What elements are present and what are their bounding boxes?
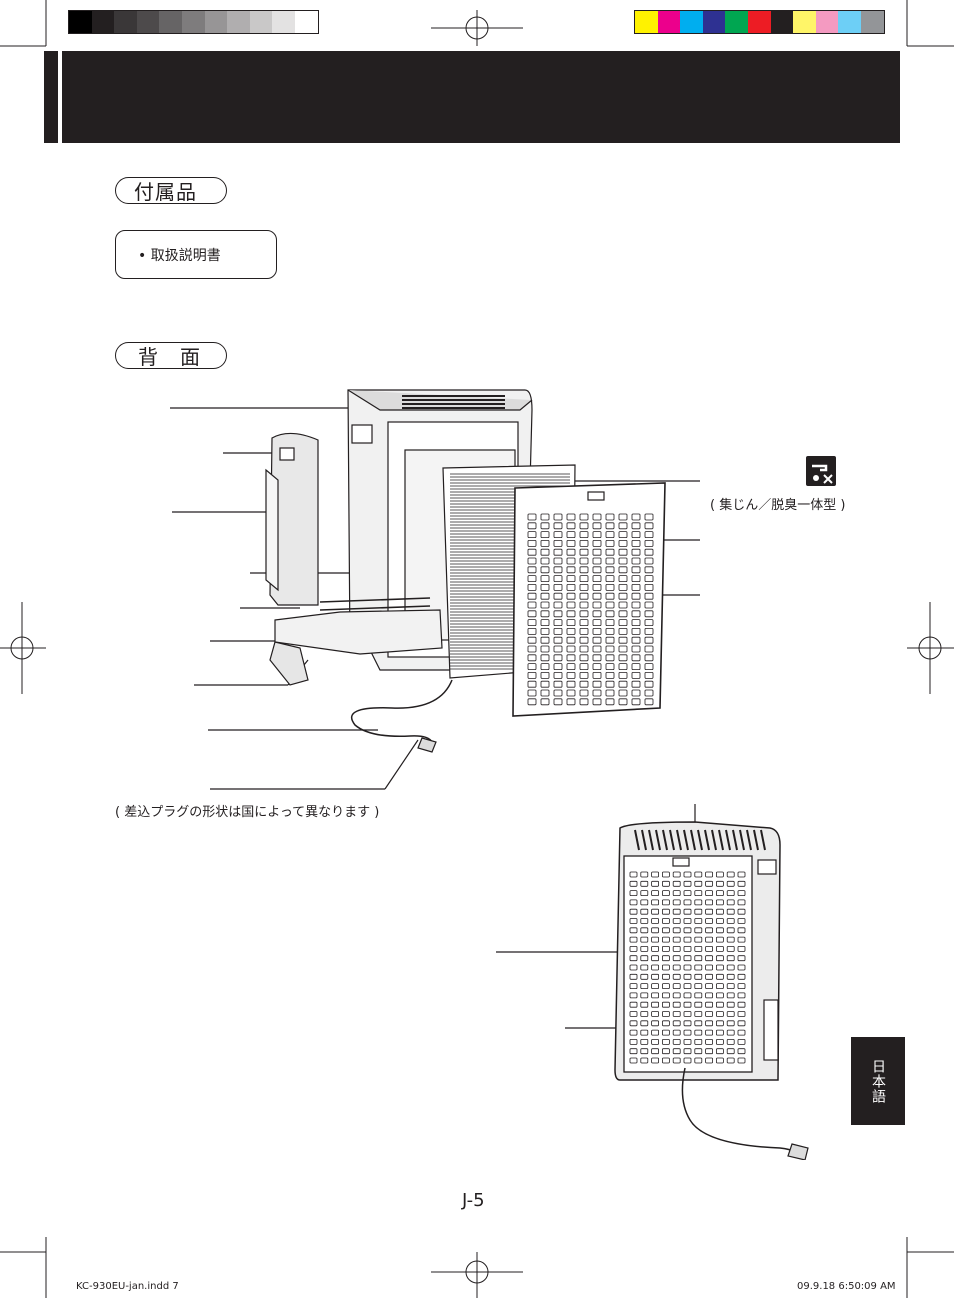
color-swatch: [815, 11, 839, 33]
gray-color-bar: [68, 10, 319, 34]
rear-heading-text: 背 面: [138, 345, 201, 369]
color-swatch: [159, 11, 182, 33]
color-swatch: [702, 11, 726, 33]
color-swatch: [770, 11, 794, 33]
color-swatch: [680, 11, 703, 33]
footer-timestamp: 09.9.18 6:50:09 AM: [797, 1281, 896, 1292]
accessory-manual: • 取扱説明書: [138, 247, 221, 264]
accessories-box: • 取扱説明書: [115, 230, 277, 279]
color-swatch: [181, 11, 205, 33]
page-number: J-5: [462, 1190, 485, 1211]
color-swatch: [227, 11, 250, 33]
color-swatch: [69, 11, 92, 33]
color-swatch: [114, 11, 137, 33]
no-water-wash-icon: [806, 456, 836, 486]
color-swatch: [838, 11, 861, 33]
rear-heading: 背 面: [115, 342, 227, 369]
language-tab-label: 日本語: [870, 1058, 886, 1104]
exploded-rear-diagram: [170, 389, 836, 790]
color-swatch: [294, 11, 318, 33]
accessories-heading-text: 付属品: [134, 180, 197, 204]
color-swatch: [793, 11, 816, 33]
filter-type-note: ( 集じん／脱臭一体型 ): [710, 498, 846, 513]
color-swatch: [657, 11, 681, 33]
color-swatch: [91, 11, 115, 33]
plug-note: ( 差込プラグの形状は国によって異なります ): [115, 805, 380, 820]
color-swatch: [272, 11, 295, 33]
footer-file: KC-930EU-jan.indd 7: [76, 1281, 179, 1292]
color-swatch: [725, 11, 748, 33]
language-tab: 日本語: [851, 1037, 905, 1125]
color-swatch: [204, 11, 228, 33]
color-swatch: [136, 11, 160, 33]
color-swatch: [860, 11, 884, 33]
color-swatch: [249, 11, 273, 33]
header-tab: [44, 51, 58, 143]
color-swatch: [747, 11, 771, 33]
header-banner: [62, 51, 900, 143]
assembled-rear-diagram: [496, 804, 809, 1160]
color-swatch: [635, 11, 658, 33]
accessories-heading: 付属品: [115, 177, 227, 204]
process-color-bar: [634, 10, 885, 34]
